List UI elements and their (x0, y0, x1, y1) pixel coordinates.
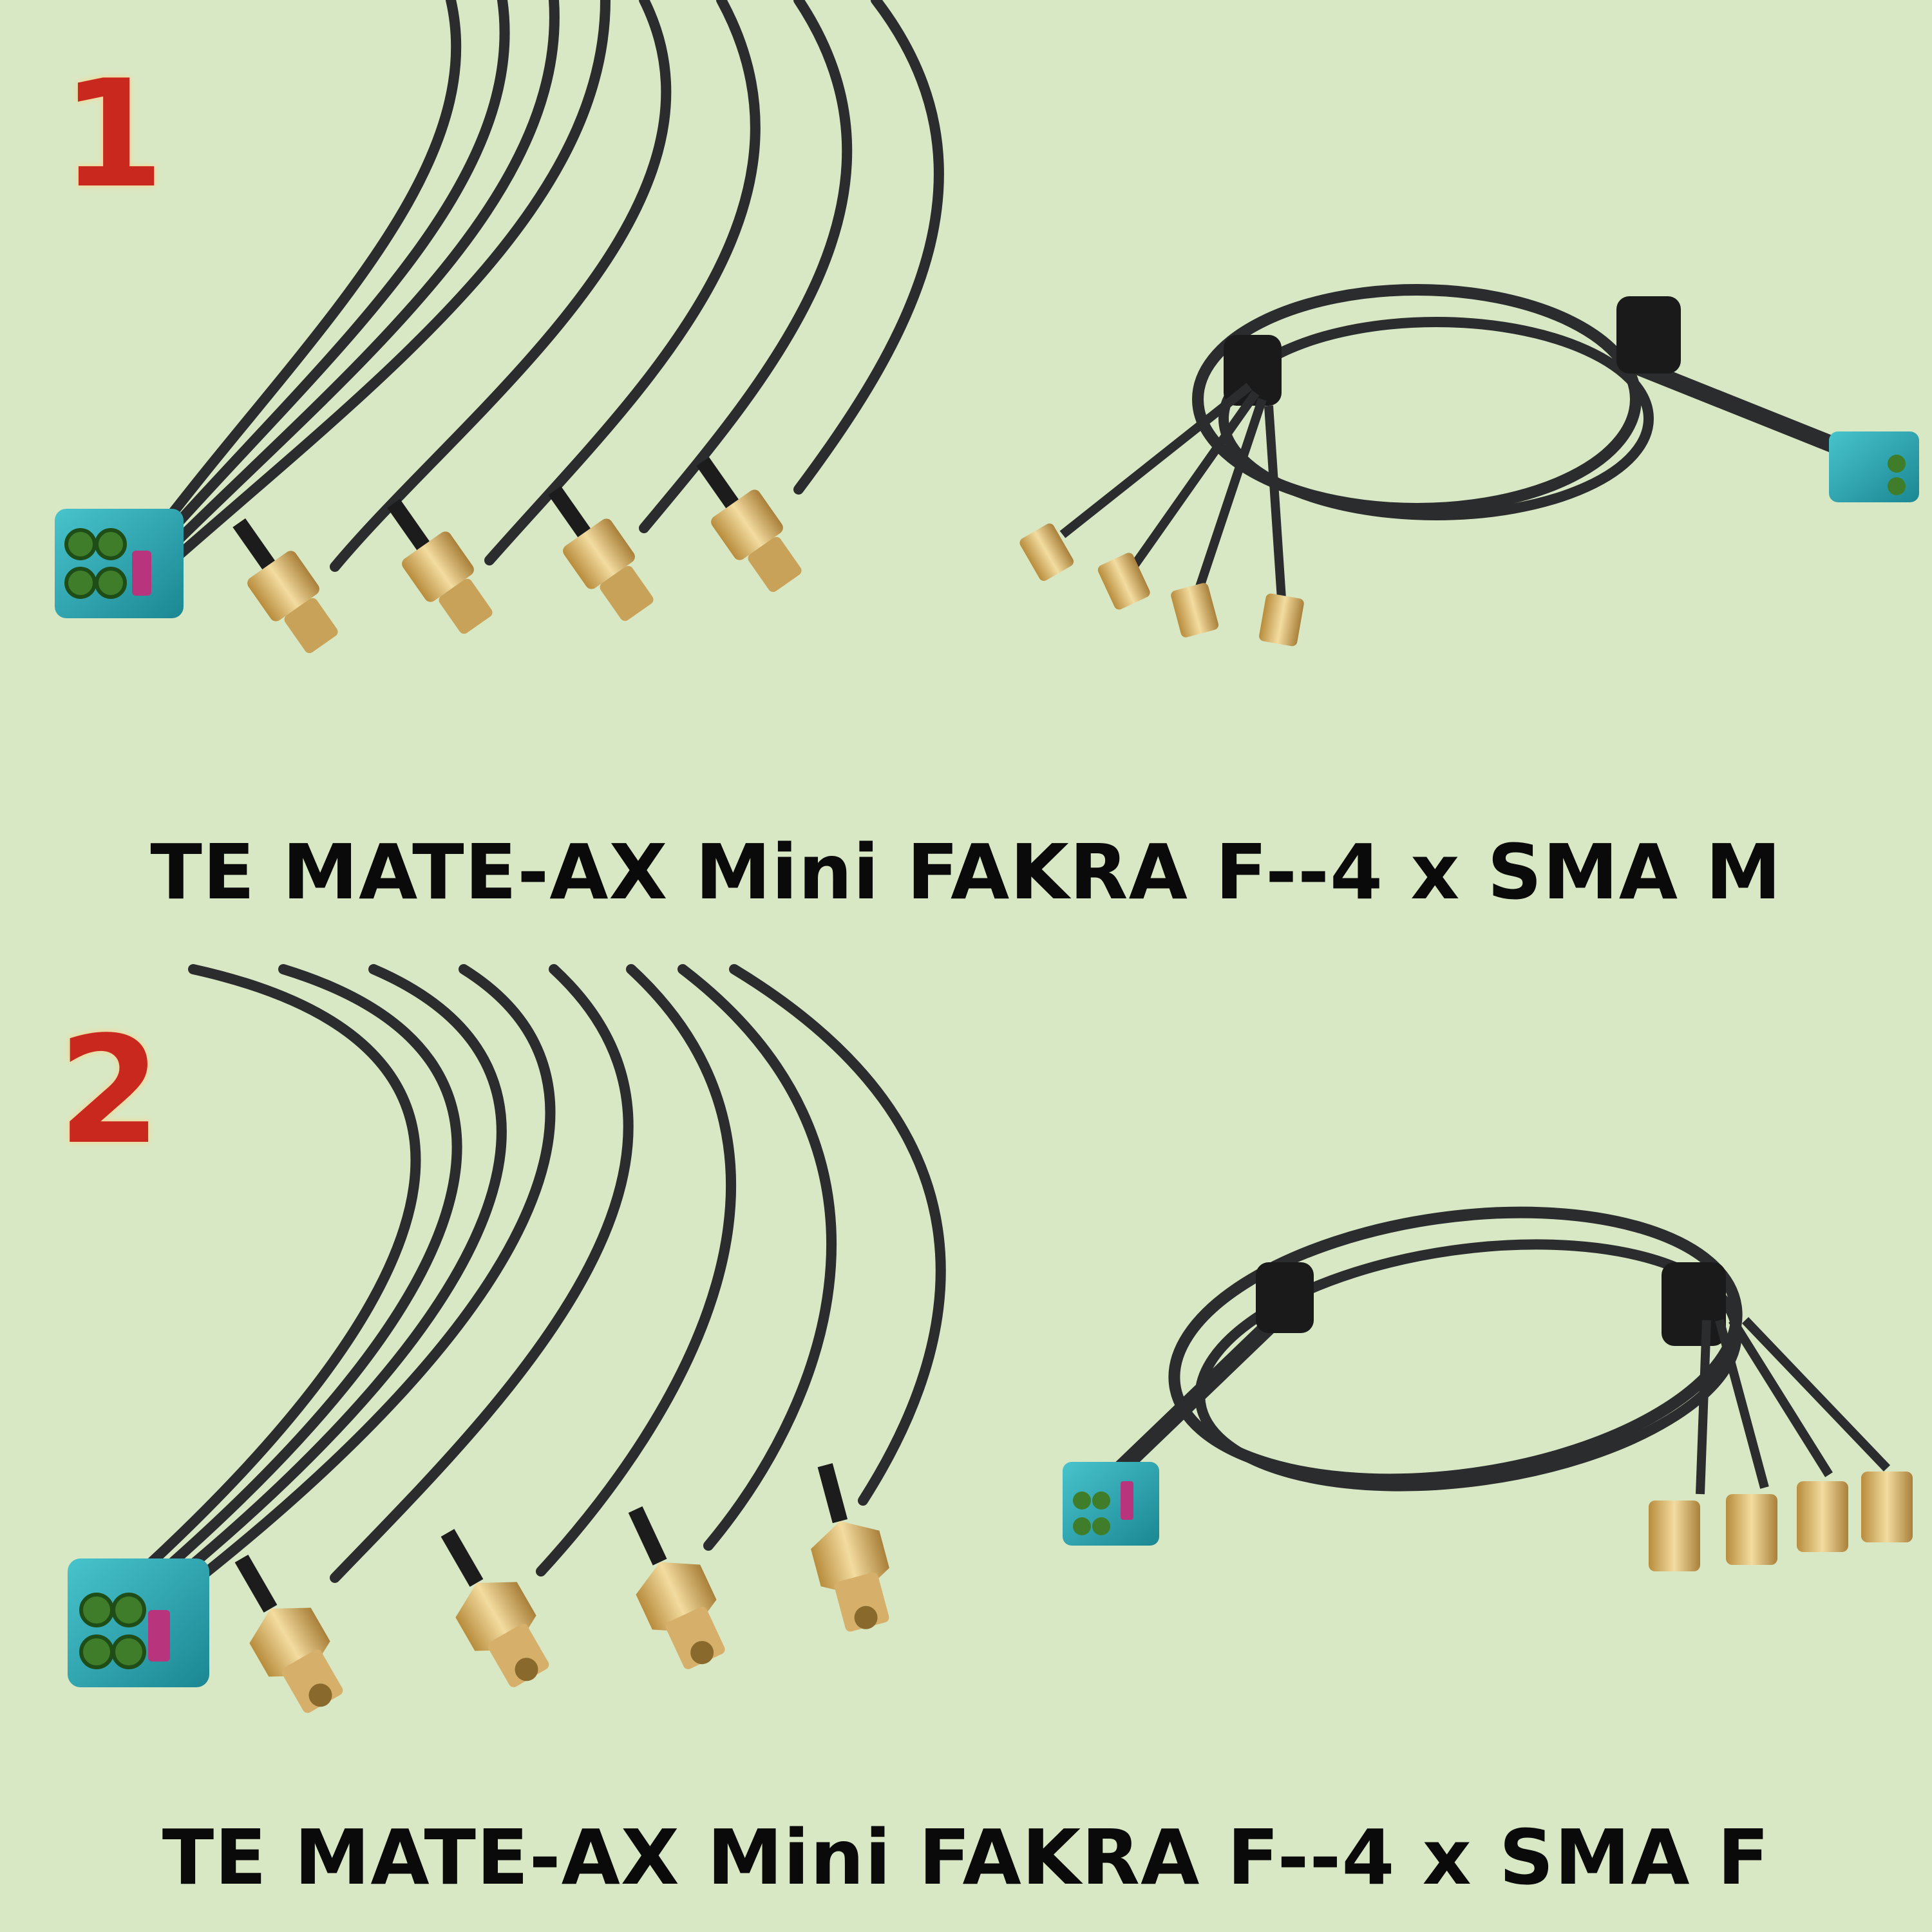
cable-assembly-2-closeup (137, 964, 946, 1605)
section-caption-2: TE MATE-AX Mini FAKRA F--4 x SMA F (162, 1813, 1770, 1902)
cable-assembly-1-closeup (156, 0, 944, 572)
cable-assembly-2-coiled (1063, 1206, 1913, 1571)
section-number-1: 1 (61, 49, 165, 221)
sma-male-plugs-1 (232, 457, 802, 654)
sma-female-jacks-2 (234, 1463, 889, 1713)
section-caption-1: TE MATE-AX Mini FAKRA F--4 x SMA M (150, 828, 1782, 916)
fakra-connector-2 (68, 1558, 209, 1687)
fakra-connector-1 (55, 509, 184, 618)
cable-assembly-1-coiled (1019, 284, 1919, 647)
section-number-2: 2 (58, 1005, 162, 1177)
